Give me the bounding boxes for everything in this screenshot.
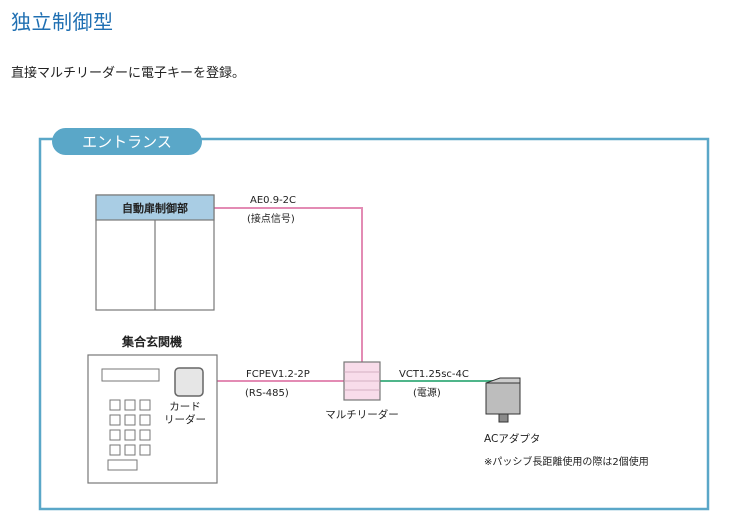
intercom-keypad bbox=[109, 399, 151, 456]
intro-text: 直接マルチリーダーに電子キーを登録。 bbox=[11, 66, 246, 81]
ac-adapter-label: ACアダプタ bbox=[484, 432, 540, 445]
multi-reader-label: マルチリーダー bbox=[325, 408, 399, 421]
intercom-label: 集合玄関機 bbox=[121, 334, 182, 349]
contact-cable-desc: (接点信号) bbox=[247, 212, 295, 225]
power-cable-spec: VCT1.25sc-4C bbox=[399, 369, 469, 380]
door-controller: 自動扉制御部 bbox=[95, 194, 215, 311]
multi-reader bbox=[343, 361, 381, 401]
entrance-zone-frame bbox=[38, 137, 710, 511]
entrance-zone-label-bg bbox=[52, 128, 202, 155]
page-title: 独立制御型 bbox=[11, 10, 114, 34]
rs485-cable-desc: (RS-485) bbox=[245, 388, 289, 399]
intercom-speaker bbox=[107, 459, 138, 471]
ac-adapter-note: ※パッシブ長距離使用の際は2個使用 bbox=[484, 455, 649, 468]
power-cable-desc: (電源) bbox=[413, 386, 441, 399]
contact-signal-cable bbox=[214, 207, 363, 362]
card-reader-label-line1: カード bbox=[169, 401, 201, 413]
intercom-display bbox=[101, 368, 160, 382]
ac-adapter bbox=[485, 377, 521, 423]
card-reader-label-line2: リーダー bbox=[164, 413, 206, 426]
contact-cable-spec: AE0.9-2C bbox=[250, 195, 296, 206]
entrance-zone-label: エントランス bbox=[82, 133, 172, 151]
card-reader bbox=[174, 367, 204, 397]
door-controller-label: 自動扉制御部 bbox=[122, 201, 188, 215]
rs485-cable-spec: FCPEV1.2-2P bbox=[246, 369, 310, 380]
